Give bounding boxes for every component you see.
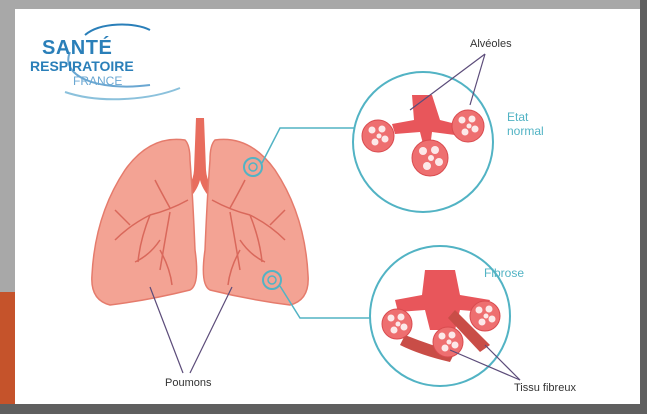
label-etat-line1: Etat <box>507 110 528 124</box>
logo-subtitle: RESPIRATOIRE <box>30 58 134 74</box>
label-poumons: Poumons <box>165 377 211 389</box>
logo-title: SANTÉ <box>42 37 112 60</box>
label-fibrose: Fibrose <box>484 266 524 280</box>
label-tissu-fibreux: Tissu fibreux <box>514 382 576 394</box>
label-alveoles: Alvéoles <box>470 38 512 50</box>
left-lung <box>92 139 197 305</box>
label-etat-line2: normal <box>507 124 544 138</box>
alveoli-normal-circle <box>353 72 493 212</box>
logo-tagline: FRANCE <box>73 74 122 88</box>
